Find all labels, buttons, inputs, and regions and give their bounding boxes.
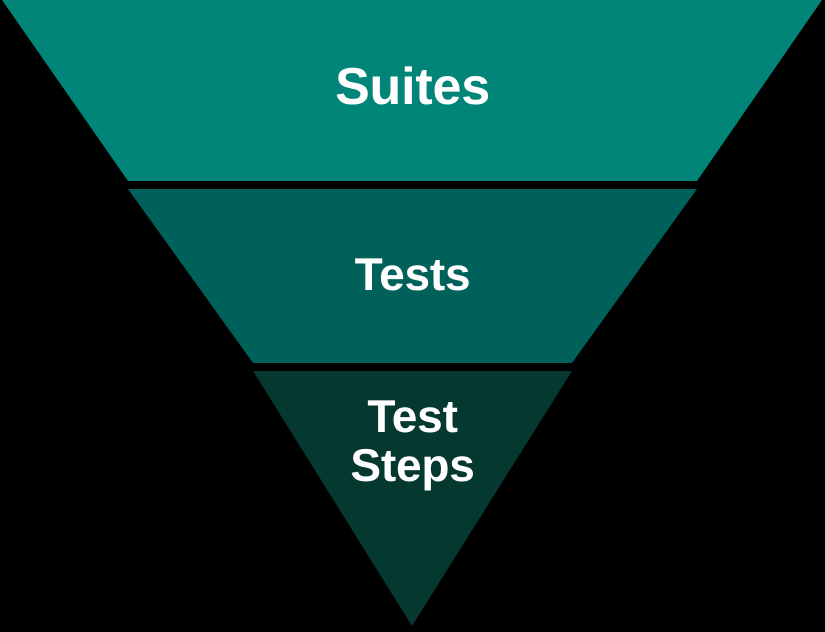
funnel-segment-tests[interactable] bbox=[128, 189, 697, 363]
funnel-segment-test-steps[interactable] bbox=[253, 371, 572, 626]
funnel-segment-suites[interactable] bbox=[2, 0, 822, 181]
